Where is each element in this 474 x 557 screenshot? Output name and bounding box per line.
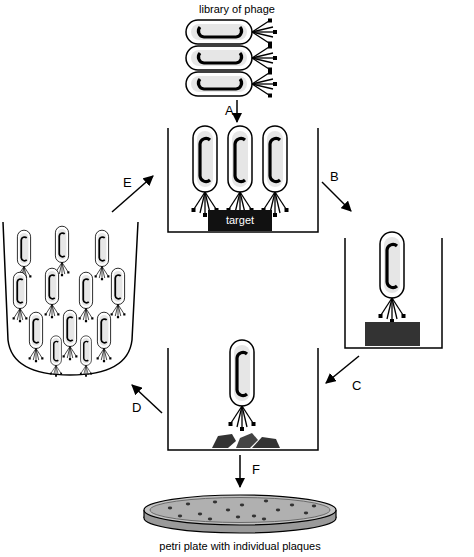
step-arrow [239,455,241,487]
plaque [186,503,190,506]
phage-particle [63,310,78,360]
plaque [264,500,268,503]
plaque [262,518,266,521]
plaque [252,515,256,518]
phage-particle [192,126,219,217]
plaque [240,504,244,507]
culture-bowl [3,222,138,375]
phage-particle [379,232,406,323]
plaque [168,507,172,510]
step-arrow [112,176,153,212]
phage-particle [80,336,92,377]
step-arrow [236,100,238,122]
plaque [213,501,217,504]
plaque [226,509,230,512]
plaque [290,504,294,507]
phage-particle [186,19,277,46]
step-letter: B [330,170,339,183]
phage-particle [79,272,94,322]
broken-target [212,434,236,448]
caption-text: petri plate with individual plaques [110,540,370,553]
broken-target [252,437,280,448]
phage-particle [229,340,256,431]
plaque [236,516,240,519]
step-letter: C [352,379,361,392]
phage-particle [186,71,277,98]
phage-particle [97,312,112,362]
phage-particle [13,272,28,322]
plaque [312,505,316,508]
target-block: target [208,210,272,231]
plaque [198,513,202,516]
dish-top [144,495,336,525]
phage-particle [111,268,126,318]
phage-particle [227,126,254,217]
phage-particle [95,230,110,280]
caption-text: library of phage [137,3,337,16]
plaque [276,509,280,512]
phage-particle [45,268,60,318]
step-letter: D [132,401,141,414]
phage-library: library of phage [137,2,337,18]
target-label: target [208,214,272,227]
plaque [304,512,308,515]
phage-particle [262,126,289,217]
target-block [365,322,420,346]
step-letter: E [123,176,132,189]
step-arrow [132,385,162,413]
step-letter: F [252,463,260,476]
phage-particle [186,45,277,72]
phage-particle [50,336,62,377]
agar-surface [150,498,330,523]
petri-plate: petri plate with individual plaques [110,488,370,556]
phage-particle [55,226,70,276]
step-arrow [322,182,351,211]
step-letter: A [225,104,234,117]
phage-particle [29,312,44,362]
plaque [178,515,182,518]
plaque [208,518,212,521]
